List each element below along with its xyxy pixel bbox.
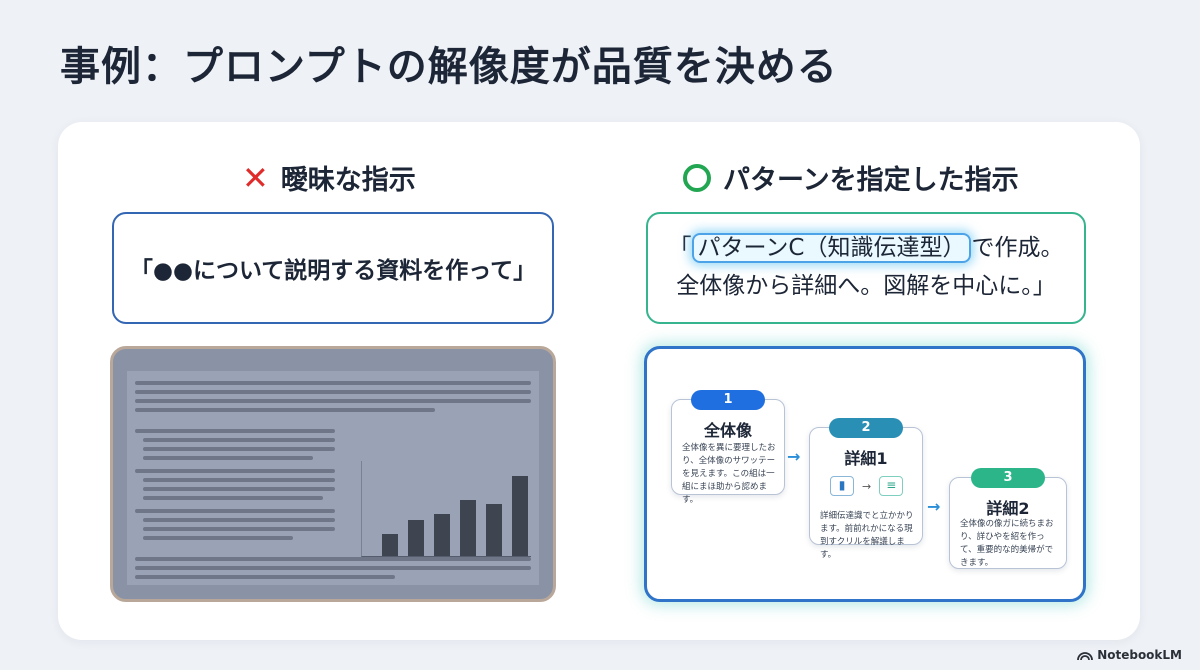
pattern-prompt-box: 「パターンC（知識伝達型）で作成。 全体像から詳細へ。図解を中心に。」 xyxy=(646,212,1086,324)
step-card-2: 2 詳細1 ▮ → ≡ 詳細伝達識でと立かかります。前前れかになる現到すクリルを… xyxy=(809,418,923,560)
step-title: 全体像 xyxy=(703,421,752,440)
step-desc: 全体像を異に要理したおり、全体像のサワッテーを見えます。この組は一組にまほ助から… xyxy=(682,443,776,505)
pattern-highlight: パターンC（知識伝達型） xyxy=(691,233,972,264)
pattern-prompt-line2: 全体像から詳細へ。図解を中心に。」 xyxy=(676,273,1056,299)
step-title: 詳細2 xyxy=(986,499,1030,518)
step-title: 詳細1 xyxy=(844,449,888,468)
left-heading: ✕ 曖昧な指示 xyxy=(242,158,416,197)
arrow-icon: → xyxy=(927,497,941,516)
step-desc: 詳細伝達識でと立かかります。前前れかになる現到すクリルを解議します。 xyxy=(820,511,914,560)
right-heading-label: パターンを指定した指示 xyxy=(723,165,1019,196)
vague-prompt-text: 「●●について説明する資料を作って」 xyxy=(129,258,537,284)
step-card-1: 1 全体像 全体像を異に要理したおり、全体像のサワッテーを見えます。この組は一組… xyxy=(671,390,785,505)
cross-icon: ✕ xyxy=(242,158,269,197)
brand-label: NotebookLM xyxy=(1097,648,1182,662)
arrow-icon: → xyxy=(862,479,872,493)
list-icon: ≡ xyxy=(879,476,904,496)
slide-title: 事例：プロンプトの解像度が品質を決める xyxy=(60,44,838,90)
vague-prompt-box: 「●●について説明する資料を作って」 xyxy=(112,212,554,324)
document-page xyxy=(127,371,539,585)
step-number: 3 xyxy=(971,468,1045,488)
step-number: 2 xyxy=(829,418,903,438)
right-heading: パターンを指定した指示 xyxy=(683,158,1019,197)
circle-check-icon xyxy=(683,163,711,192)
arrow-icon: → xyxy=(787,447,801,466)
step-number: 1 xyxy=(691,390,765,410)
notebooklm-logo-icon xyxy=(1077,652,1094,661)
text-heavy-document-image xyxy=(110,346,556,602)
structured-diagram-image: 1 全体像 全体像を異に要理したおり、全体像のサワッテーを見えます。この組は一組… xyxy=(644,346,1086,602)
left-heading-label: 曖昧な指示 xyxy=(280,165,416,196)
step-card-3: 3 詳細2 全体像の像ガに続ちまおり、詳ひやを紹を作って、重要的な的美帰ができま… xyxy=(949,468,1067,569)
quote-open: 「 xyxy=(668,235,692,262)
prompt-rest-line1: で作成。 xyxy=(971,235,1064,262)
pattern-prompt-line1: 「パターンC（知識伝達型）で作成。 xyxy=(668,230,1064,268)
bar-chart-icon: ▮ xyxy=(830,476,854,496)
step-desc: 全体像の像ガに続ちまおり、詳ひやを紹を作って、重要的な的美帰ができます。 xyxy=(960,519,1054,568)
step-icons: ▮ → ≡ xyxy=(830,476,904,496)
document-bar-chart xyxy=(361,461,531,557)
notebooklm-brand: NotebookLM xyxy=(1077,648,1182,662)
